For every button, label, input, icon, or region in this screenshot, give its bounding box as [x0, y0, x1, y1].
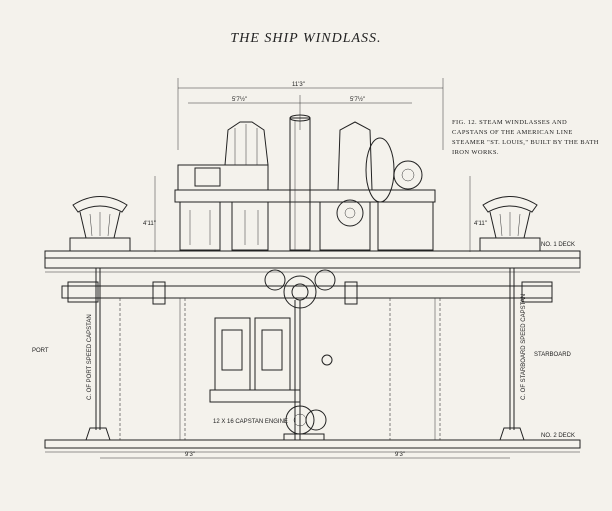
dim-right-half: 5'7½" — [350, 96, 365, 103]
capstan-engine — [209, 300, 333, 441]
label-deck-2: NO. 2 DECK — [541, 433, 576, 439]
figure-caption: FIG. 12. STEAM WINDLASSES AND CAPSTANS O… — [452, 119, 599, 156]
label-starboard-capstan: C. OF STARBOARD SPEED CAPSTAN — [521, 294, 527, 400]
top-dimension-lines — [177, 78, 444, 150]
right-shaft-base — [499, 427, 525, 441]
page-title: THE SHIP WINDLASS. — [230, 31, 382, 46]
right-capstan — [479, 196, 541, 252]
label-port-capstan: C. OF PORT SPEED CAPSTAN — [87, 314, 93, 400]
dim-height-left: 4'11" — [143, 221, 156, 227]
label-port: PORT — [32, 348, 49, 354]
dim-left-half: 5'7½" — [232, 96, 247, 103]
dim-top-total: 11'3" — [292, 82, 305, 88]
dim-bottom-right: 9'3" — [395, 452, 405, 458]
left-gypsy-wheel — [194, 121, 269, 187]
dim-bottom-left: 9'3" — [185, 452, 195, 458]
label-deck-1: NO. 1 DECK — [541, 242, 576, 248]
left-shaft-base — [85, 427, 111, 441]
label-capstan-engine: 12 X 16 CAPSTAN ENGINE — [213, 419, 288, 425]
center-column — [289, 114, 311, 251]
main-gear-shaft — [61, 281, 553, 305]
deck-beam-lower — [44, 439, 581, 453]
deck-beam-upper — [44, 250, 581, 273]
windlass-frame — [174, 164, 436, 251]
left-capstan — [69, 196, 131, 252]
label-starboard: STARBOARD — [534, 352, 571, 358]
dim-height-right: 4'11" — [474, 221, 487, 227]
right-gypsy-wheel — [336, 121, 423, 227]
